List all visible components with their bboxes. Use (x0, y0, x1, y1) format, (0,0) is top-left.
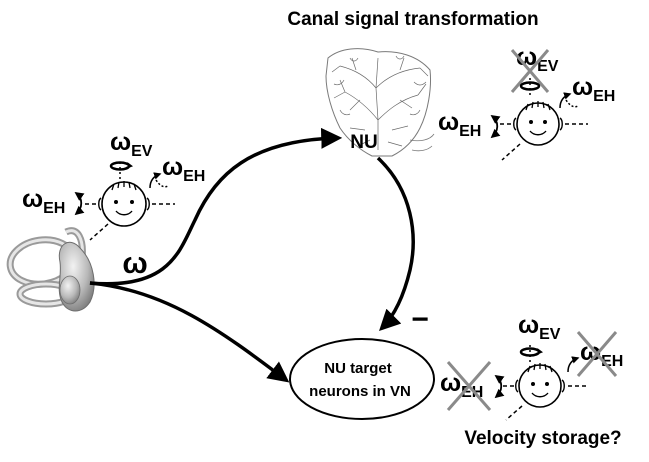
arrow-nu-to-target (376, 156, 415, 331)
omega-eh-symbol: ωEH (572, 73, 615, 105)
target-node: NU target neurons in VN (289, 338, 435, 420)
cross-out-icon (446, 361, 492, 411)
omega-eh-symbol-side: ωEH (438, 108, 481, 140)
diagram-title: Canal signal transformation (287, 9, 538, 30)
face-icon (515, 363, 565, 408)
omega-ev-symbol: ωEV (516, 43, 559, 75)
nu-label: NU (350, 132, 377, 153)
arrow-ear-to-nu (89, 127, 343, 286)
rotation-arrow-icon (109, 161, 134, 171)
cross-out-icon (576, 331, 618, 377)
omega-input-label: ω (122, 247, 147, 280)
cross-out-icon (510, 49, 550, 93)
rotation-arrow-icon (519, 347, 544, 357)
velocity-storage-label: Velocity storage? (464, 428, 621, 449)
omega-eh-symbol: ωEH (580, 338, 623, 370)
omega-ev-symbol: ωEV (110, 128, 153, 160)
arrow-ear-to-target (89, 281, 290, 383)
cerebellum-icon (325, 48, 435, 157)
target-label-line1: NU target (324, 360, 392, 377)
omega-ev-symbol: ωEV (518, 311, 561, 343)
target-label-line2: neurons in VN (309, 383, 411, 400)
inhibition-sign: − (411, 303, 429, 336)
omega-eh-symbol-side: ωEH (22, 185, 65, 217)
omega-eh-symbol: ωEH (162, 153, 205, 185)
face-group-left: ωEV ωEH ωEH (22, 128, 205, 241)
inner-ear-icon (6, 227, 95, 312)
face-group-bottom-right: ωEV ωEH ωEH (440, 311, 623, 421)
face-icon (98, 181, 150, 227)
face-icon (513, 101, 563, 146)
face-group-top-right: ωEV ωEH ωEH (438, 43, 615, 161)
